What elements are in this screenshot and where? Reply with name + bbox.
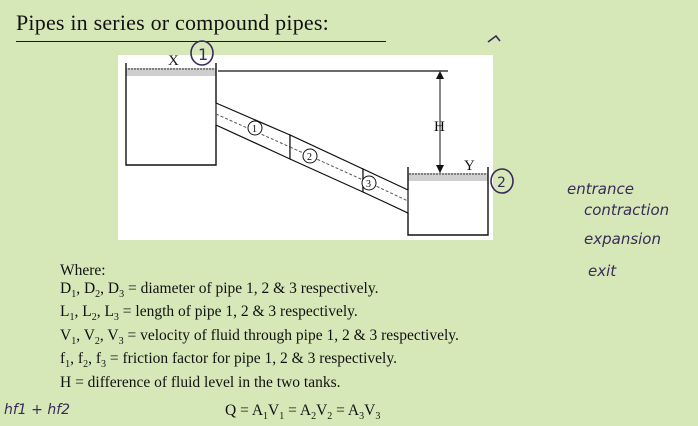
- pipes-diagram: H 1 2 3: [118, 55, 493, 240]
- tank-x-water: [126, 68, 216, 76]
- label-h: H: [434, 119, 445, 135]
- note-entrance: entrance: [567, 180, 634, 198]
- pipe-3-center: [362, 179, 409, 202]
- note-exit: exit: [588, 262, 617, 280]
- hand-circle-2: 2: [497, 175, 506, 191]
- tank-y-walls: [407, 167, 489, 236]
- note-hf-sum: hf1 + hf2: [4, 402, 71, 418]
- title-underline: [16, 41, 386, 42]
- where-line-f: f1, f2, f3 = friction factor for pipe 1,…: [60, 350, 397, 371]
- pipe-label-2: 2: [307, 152, 312, 163]
- pipe-label-1: 1: [252, 124, 257, 135]
- where-block: Where: D1, D2, D3 = diameter of pipe 1, …: [60, 262, 459, 391]
- where-line-h: H = difference of fluid level in the two…: [60, 373, 341, 391]
- where-heading: Where:: [60, 262, 106, 279]
- diagram-svg: H 1 2 3: [125, 63, 489, 236]
- tank-y-water: [408, 173, 488, 181]
- where-line-l: L1, L2, L3 = length of pipe 1, 2 & 3 res…: [60, 303, 358, 324]
- pipe-label-3: 3: [366, 179, 371, 190]
- label-y: Y: [464, 158, 475, 174]
- h-arrow-bottom: [436, 165, 444, 173]
- label-x: X: [168, 53, 179, 69]
- tank-x-walls: [125, 63, 217, 166]
- note-contraction: contraction: [584, 201, 670, 219]
- where-line-d: D1, D2, D3 = diameter of pipe 1, 2 & 3 r…: [60, 279, 379, 300]
- note-expansion: expansion: [584, 230, 661, 248]
- hand-scribble: [487, 34, 501, 43]
- pipe-2-center: [289, 146, 364, 181]
- h-arrow-top: [436, 71, 444, 79]
- page-title: Pipes in series or compound pipes:: [16, 10, 329, 35]
- continuity-equation: Q = A1V1 = A2V2 = A3V3: [225, 402, 381, 423]
- where-line-v: V1, V2, V3 = velocity of fluid through p…: [60, 326, 459, 347]
